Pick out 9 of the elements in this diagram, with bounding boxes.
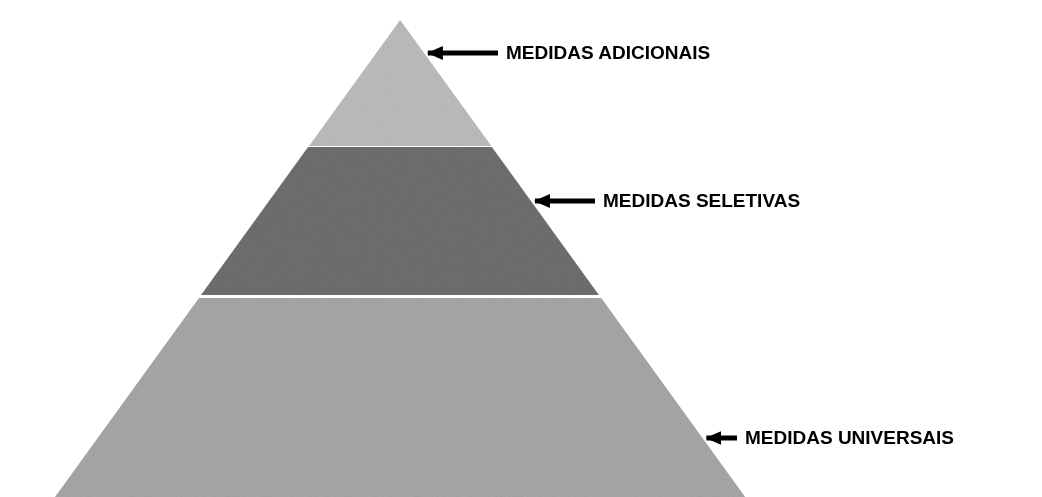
pyramid-top-tier bbox=[308, 20, 492, 146]
tier-label: MEDIDAS SELETIVAS bbox=[603, 190, 801, 212]
leader-arrow bbox=[533, 194, 595, 208]
pyramid-tier bbox=[54, 298, 746, 497]
tier-label: MEDIDAS UNIVERSAIS bbox=[745, 427, 955, 449]
tier-label: MEDIDAS ADICIONAIS bbox=[506, 42, 711, 64]
pyramid-tier bbox=[201, 147, 599, 295]
leader-arrow bbox=[705, 431, 737, 445]
leader-arrow bbox=[426, 46, 498, 60]
